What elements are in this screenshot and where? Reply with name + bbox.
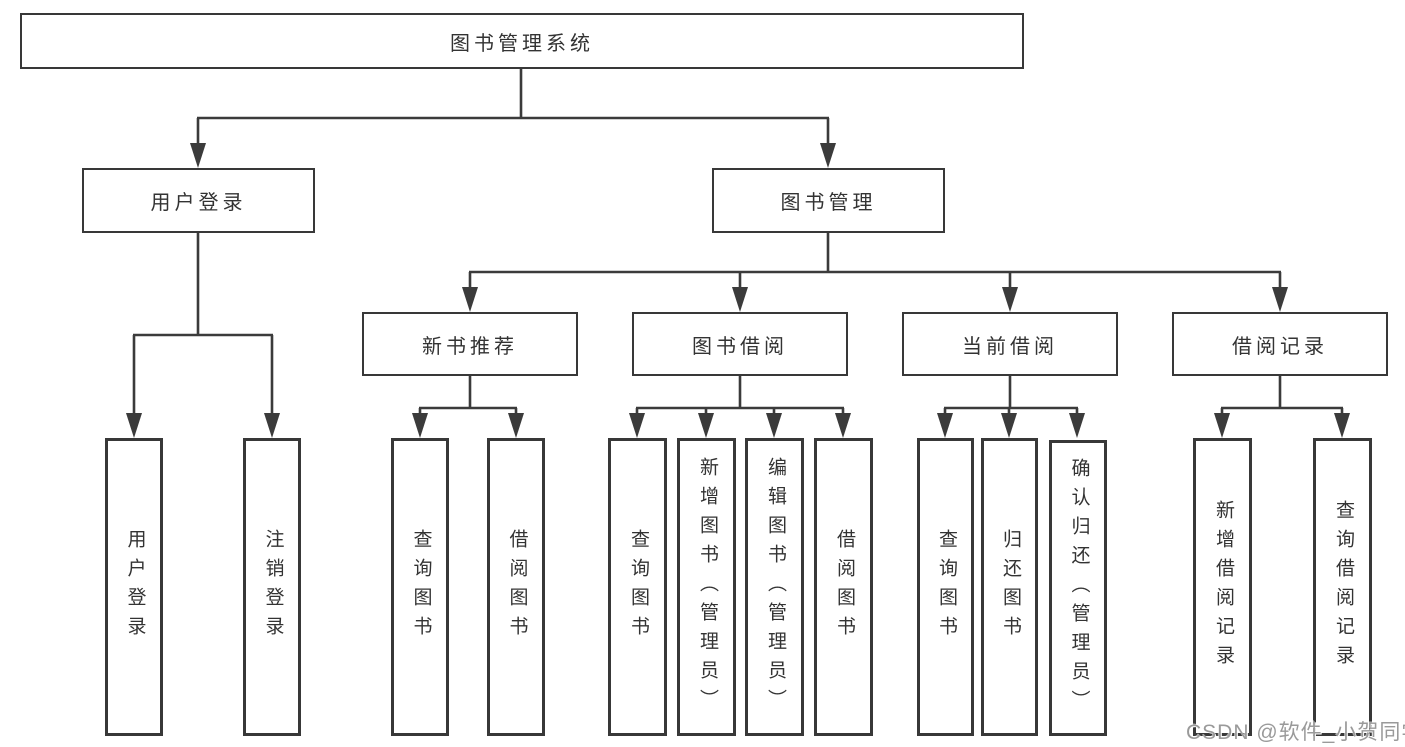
leaf-borrow-books-recommend: 借阅图书	[487, 438, 545, 736]
node-book-borrow: 图书借阅	[632, 312, 848, 376]
node-current-borrow: 当前借阅	[902, 312, 1118, 376]
node-label: 新书推荐	[422, 335, 518, 358]
node-label: 图书管理系统	[450, 32, 594, 55]
leaf-add-borrow-record: 新增借阅记录	[1193, 438, 1252, 736]
leaf-query-books-recommend: 查询图书	[391, 438, 449, 736]
node-label: 查询图书	[935, 529, 957, 645]
node-label: 注销登录	[262, 529, 284, 645]
leaf-add-books-admin: 新增图书（管理员）	[677, 438, 736, 736]
node-new-book-recommend: 新书推荐	[362, 312, 578, 376]
node-label: 归还图书	[999, 529, 1021, 645]
node-label: 编辑图书（管理员）	[764, 456, 786, 718]
leaf-edit-books-admin: 编辑图书（管理员）	[745, 438, 804, 736]
node-label: 查询图书	[627, 529, 649, 645]
node-label: 图书管理	[780, 192, 877, 214]
node-label: 确认归还（管理员）	[1068, 457, 1090, 719]
node-label: 用户登录	[150, 192, 247, 214]
node-label: 查询借阅记录	[1332, 500, 1354, 674]
leaf-borrow-books: 借阅图书	[814, 438, 873, 736]
node-label: 当前借阅	[962, 335, 1058, 358]
node-label: 借阅记录	[1232, 335, 1328, 358]
node-label: 查询图书	[410, 529, 432, 645]
csdn-watermark: CSDN @软件_小贺同学	[1186, 721, 1405, 744]
leaf-return-books: 归还图书	[981, 438, 1038, 736]
node-borrow-records: 借阅记录	[1172, 312, 1388, 376]
leaf-query-borrow-record: 查询借阅记录	[1313, 438, 1372, 736]
node-label: 借阅图书	[833, 529, 855, 645]
leaf-query-books-current: 查询图书	[917, 438, 974, 736]
node-book-management: 图书管理	[712, 168, 945, 233]
node-user-login: 用户登录	[82, 168, 315, 233]
leaf-confirm-return-admin: 确认归还（管理员）	[1049, 440, 1107, 736]
node-label: 新增图书（管理员）	[696, 456, 718, 718]
leaf-logout: 注销登录	[243, 438, 301, 736]
leaf-user-login: 用户登录	[105, 438, 163, 736]
node-label: 用户登录	[124, 529, 146, 645]
node-label: 新增借阅记录	[1212, 500, 1234, 674]
leaf-query-books-borrow: 查询图书	[608, 438, 667, 736]
node-label: 借阅图书	[506, 529, 528, 645]
node-label: 图书借阅	[692, 335, 788, 358]
node-library-management-system: 图书管理系统	[20, 13, 1024, 69]
